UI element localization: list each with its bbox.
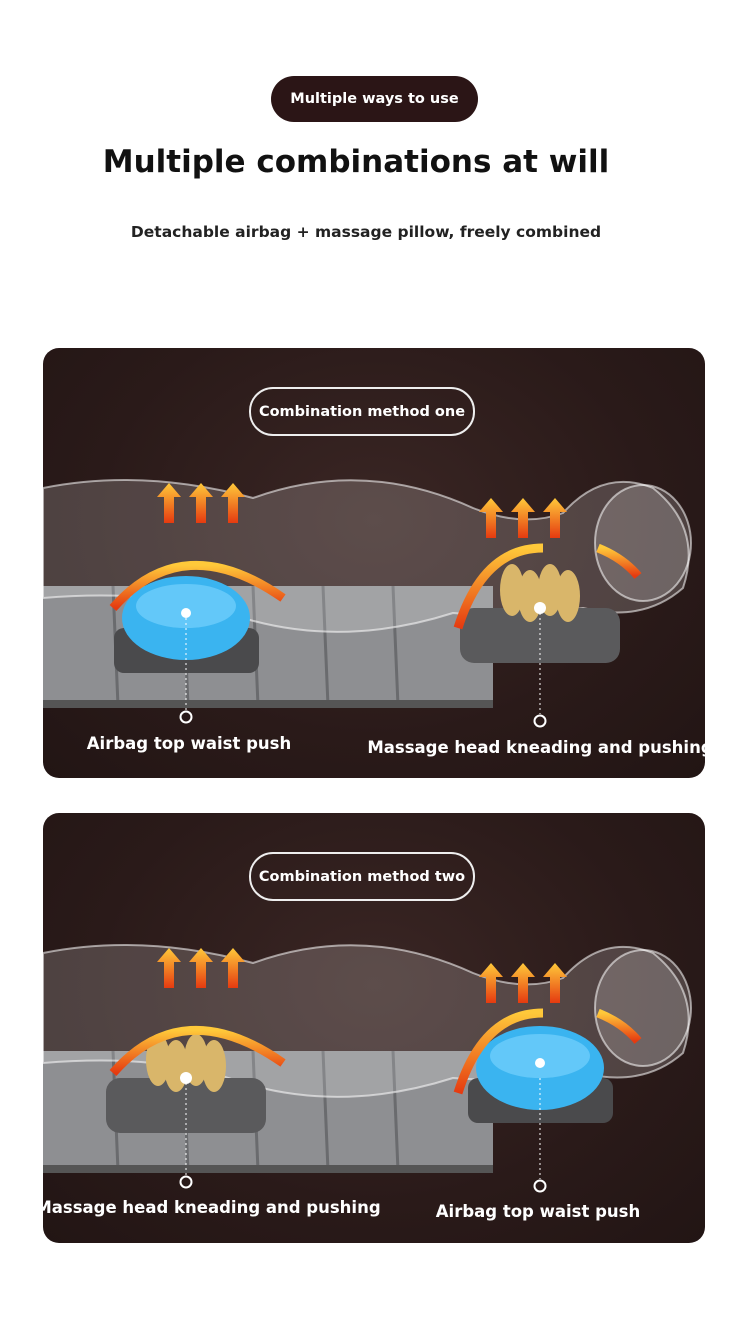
method-badge: Combination method one (249, 387, 475, 436)
heat-curve-icon (109, 1025, 286, 1076)
method-badge: Combination method two (249, 852, 475, 901)
pointer-dot-icon (533, 714, 547, 728)
heat-arrow-icon (157, 948, 181, 988)
heat-curve-icon (596, 1008, 642, 1044)
heat-curve-icon (453, 543, 544, 630)
heat-arrow-icon (543, 498, 567, 538)
heat-arrow-icon (511, 963, 535, 1003)
heat-curve-icon (453, 1008, 544, 1095)
airbag-icon (468, 1026, 613, 1123)
heat-arrow-icon (221, 483, 245, 523)
heat-arrow-icon (479, 963, 503, 1003)
massage-illustration (43, 479, 692, 728)
usage-badge: Multiple ways to use (271, 76, 478, 122)
heat-arrow-icon (479, 498, 503, 538)
massage-head-icon (106, 1034, 266, 1133)
heat-arrow-icon (221, 948, 245, 988)
pointer-dot-icon (533, 1179, 547, 1193)
heat-arrow-icon (543, 963, 567, 1003)
right-label: Airbag top waist push (435, 1202, 641, 1221)
combination-card-two: Combination method two Massage head knea… (43, 813, 705, 1243)
left-label: Massage head kneading and pushing (43, 1198, 381, 1217)
heat-arrow-icon (189, 948, 213, 988)
heat-arrow-icon (511, 498, 535, 538)
right-label: Massage head kneading and pushing (367, 738, 705, 757)
heat-curve-icon (596, 543, 642, 579)
combination-card-one: Combination method one Airbag top waist … (43, 348, 705, 778)
heat-arrow-icon (189, 483, 213, 523)
heat-curve-icon (109, 560, 286, 611)
page-subtitle: Detachable airbag + massage pillow, free… (130, 223, 602, 241)
massage-head-icon (460, 564, 620, 663)
left-label: Airbag top waist push (86, 734, 292, 753)
pointer-dot-icon (179, 710, 193, 724)
heat-arrow-icon (157, 483, 181, 523)
pointer-dot-icon (179, 1175, 193, 1189)
massage-illustration (43, 944, 692, 1193)
page-title: Multiple combinations at will (102, 144, 610, 180)
